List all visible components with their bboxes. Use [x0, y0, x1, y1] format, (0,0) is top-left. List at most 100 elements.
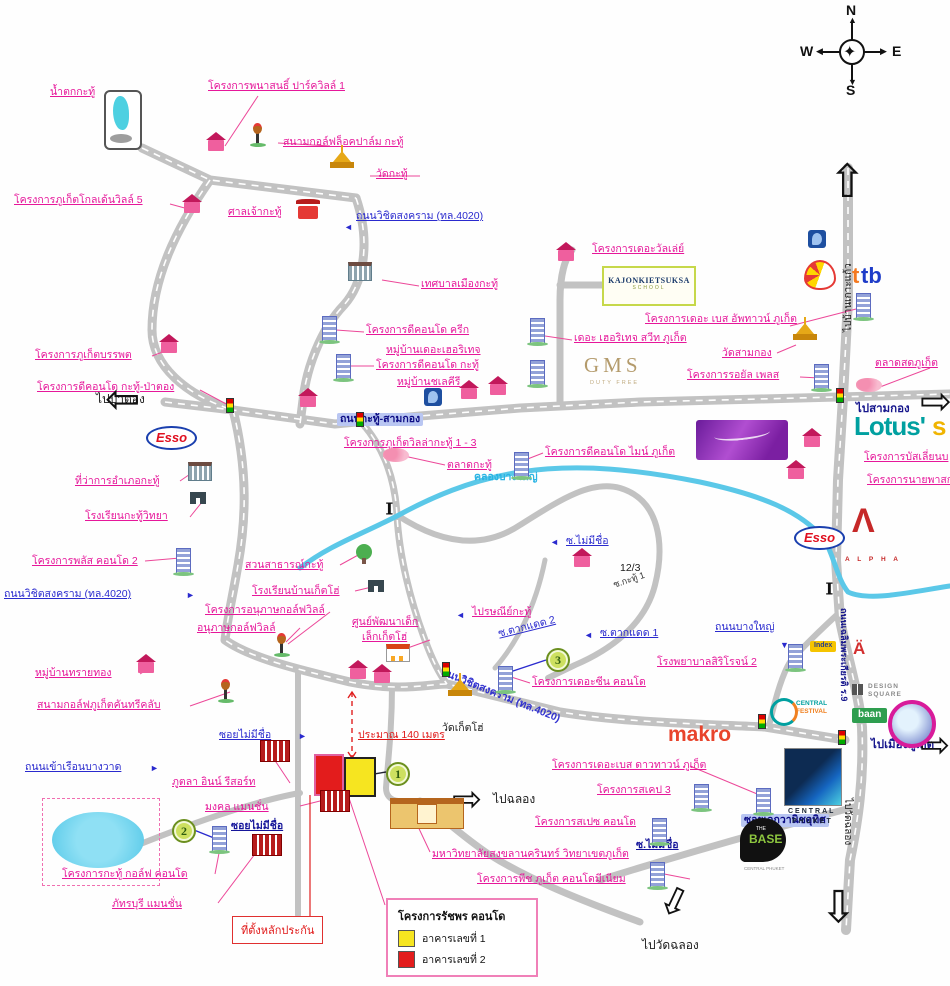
- map-label: โครงการเดอะเบส ดาวทาวน์ ภูเก็ต: [552, 759, 707, 771]
- map-label: โครงการเดอะซีน คอนโด: [532, 676, 646, 688]
- road-soi-loop: [394, 483, 663, 681]
- compass-n: N: [846, 2, 857, 18]
- map-label: โครงการดีคอนโด ไมน์ ภูเก็ต: [545, 446, 676, 458]
- leader-line: [224, 95, 259, 147]
- condo-icon: [649, 818, 670, 846]
- compass-needle-icon: ✦: [843, 44, 857, 61]
- temple-icon: [448, 673, 472, 696]
- makro-logo: makro: [668, 723, 732, 746]
- map-label: หมู่บ้านชเลคีรี: [397, 376, 461, 388]
- legend-item: อาคารเลขที่ 1: [398, 930, 526, 947]
- map-label: โรงเรียนบ้านเก็ตโฮ่: [252, 585, 340, 597]
- map-label: โครงการเดอะ เบส อัพทาวน์ ภูเก็ต: [645, 313, 797, 325]
- baan-logo: baan: [852, 708, 888, 723]
- legend-label: อาคารเลขที่ 2: [422, 954, 486, 966]
- map-label: ศูนย์พัฒนาเด็ก: [352, 616, 419, 628]
- map-label: สวนสาธารณ์กะทู้: [245, 559, 324, 571]
- map-label: ซอยไม่มีชื่อ: [231, 820, 284, 832]
- leader-line: [287, 611, 331, 645]
- map-label: ซ.ไม่มีชื่อ: [566, 535, 609, 547]
- legend-box: โครงการรัชพร คอนโด อาคารเลขที่ 1 อาคารเล…: [386, 898, 538, 977]
- district-office-icon: [188, 462, 212, 481]
- pointer-line-2: [193, 829, 215, 839]
- city-hall-icon: [348, 262, 372, 281]
- alpha-logo: Λ: [852, 502, 875, 540]
- arrow-icon: ◄: [456, 610, 465, 620]
- map-label: โครงการอนุภาษกอล์ฟวิลล์: [205, 604, 325, 616]
- arrow-icon: ►: [150, 763, 159, 773]
- school-subtitle: SCHOOL: [632, 285, 666, 291]
- numbered-circle-1: 1: [386, 762, 410, 786]
- map-label: โครงการสเคป 3: [597, 784, 671, 796]
- central-phuket-caption: PHUKET: [792, 818, 833, 825]
- map-label: เดอะ เฮอริเทจ สวีท ภูเก็ต: [574, 332, 687, 344]
- map-label: เทศบาลเมืองกะทู้: [421, 278, 499, 290]
- map-label: วัดเก็ตโฮ่: [442, 722, 484, 734]
- label-to-chalong: ไปฉลอง: [493, 792, 536, 806]
- index-logo: Index: [810, 641, 837, 652]
- label-to-samkong: ไปสามกอง: [856, 403, 910, 415]
- compass-rose: ✦ ▲ ▼ ◀ ▶ N W E S: [792, 2, 912, 98]
- numbered-circle-3: 3: [546, 648, 570, 672]
- label-bypass-rd: ถนนเฉลิมพระเกียรติ ร.9: [839, 608, 849, 702]
- condo-icon: [853, 293, 874, 321]
- leader-line: [381, 279, 420, 287]
- arrow-icon: ◄: [344, 222, 353, 232]
- label-distance-140m: ประมาณ 140 เมตร: [358, 729, 445, 741]
- lotus-logo: Lotus': [854, 411, 926, 441]
- house-icon: [298, 388, 318, 407]
- building-2-icon: [314, 754, 344, 796]
- map-label: ถนนเข้าเรือนบางวาด: [25, 761, 122, 773]
- map-label: โรงพยาบาลสิริโรจน์ 2: [657, 656, 757, 668]
- map-label: โครงการภูเก็ตโกลเด้นวิลล์ 5: [14, 194, 143, 206]
- condo-icon: [527, 318, 548, 346]
- school-icon: [190, 492, 206, 504]
- map-label: โรงเรียนกะทู้วิทยา: [85, 510, 168, 522]
- the-base-logo: THE: [756, 826, 766, 832]
- to-patong-arrow-icon: ⇦: [105, 374, 141, 423]
- road-lake: [135, 790, 303, 848]
- condo-icon: [333, 354, 354, 382]
- map-label: หมู่บ้านเดอะเฮอริเทจ: [386, 344, 481, 356]
- lake-frame: [42, 798, 160, 886]
- leader-line: [144, 557, 181, 562]
- legend-label: อาคารเลขที่ 1: [422, 933, 486, 945]
- the-base-subtext: CENTRAL PHUKET: [744, 866, 785, 871]
- leader-line: [285, 627, 301, 643]
- leader-line: [217, 849, 259, 904]
- alpha-logo-text: A L P H A: [845, 556, 901, 563]
- map-label: โครงการดีคอนโด กะทู้: [376, 359, 479, 371]
- south-road-arrow-icon: ⇩: [820, 882, 857, 933]
- kindergarten-icon: [386, 644, 410, 662]
- condo-icon: [495, 666, 516, 694]
- temple-icon: [330, 145, 354, 168]
- map-label: โครงการนายพาสก: [867, 474, 950, 486]
- road-vichitsongkram: [220, 405, 850, 745]
- golfer-icon: [250, 123, 266, 147]
- condo-icon: [811, 364, 832, 392]
- road-dash: [299, 197, 365, 425]
- map-label: อนุภาษกอล์ฟวิลล์: [197, 622, 276, 634]
- road-dash: [362, 423, 448, 685]
- map-label: 12/3: [620, 562, 641, 574]
- traffic-light-icon: [226, 398, 234, 413]
- map-label: โครงการสเปซ คอนโด: [535, 816, 636, 828]
- central-phuket-photo: [784, 748, 842, 806]
- house-icon: [488, 376, 508, 395]
- road-dash: [164, 393, 950, 425]
- condo-icon: [319, 316, 340, 344]
- map-label: ที่ว่าการอำเภอกะทู้: [75, 475, 160, 487]
- arrow-icon: ►: [186, 590, 195, 600]
- to-samkong-arrow-icon: ⇨: [920, 379, 950, 423]
- leader-line: [347, 794, 386, 906]
- map-label: สนามกอล์ฟภูเก็ตคันทรีคลับ: [37, 699, 161, 711]
- design-square-blocks: [852, 684, 863, 695]
- leader-line: [689, 765, 763, 797]
- condo-icon: [691, 784, 712, 812]
- map-label: มงคล แมนชั่น: [205, 801, 269, 813]
- legend-item: อาคารเลขที่ 2: [398, 951, 526, 968]
- central-festival-logo: CENTRAL: [796, 700, 828, 707]
- design-square-logo: DESIGN: [868, 683, 899, 690]
- map-label: สนามกอล์ฟล็อคปาล์ม กะทู้: [283, 136, 404, 148]
